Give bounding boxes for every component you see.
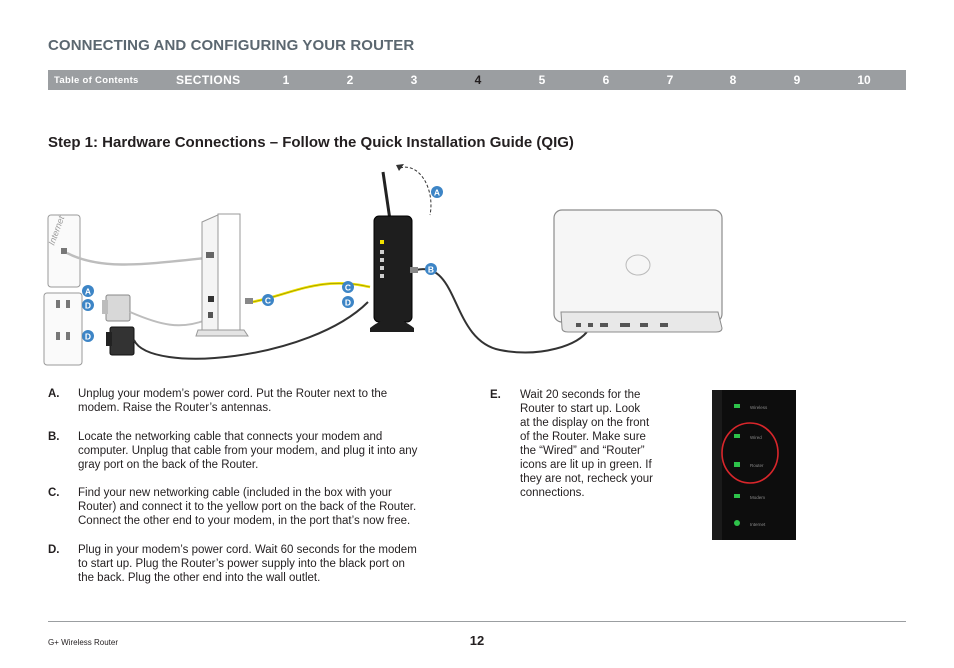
internet-led: Internet — [734, 520, 766, 527]
svg-text:C: C — [265, 296, 271, 306]
svg-text:C: C — [345, 283, 351, 293]
callout-b: B — [425, 263, 437, 275]
section-link-7[interactable]: 7 — [666, 73, 674, 87]
router-power-cable — [133, 301, 369, 360]
section-link-8[interactable]: 8 — [729, 73, 737, 87]
callout-d-modem: D — [82, 299, 94, 311]
section-link-3[interactable]: 3 — [410, 73, 418, 87]
router-front-panel-photo: Wireless Wired Router Modem Internet — [712, 390, 796, 540]
callout-c-modem: C — [262, 294, 274, 306]
svg-text:B: B — [428, 265, 434, 275]
computer-network-cable — [415, 268, 589, 354]
wireless-led: Wireless — [734, 404, 768, 410]
section-link-5[interactable]: 5 — [538, 73, 546, 87]
callout-d-outlet: D — [82, 330, 94, 342]
router-led: Router — [734, 462, 764, 468]
svg-text:D: D — [345, 298, 351, 308]
section-link-9[interactable]: 9 — [793, 73, 801, 87]
callout-a-antenna: A — [431, 186, 443, 198]
section-header-title: CONNECTING AND CONFIGURING YOUR ROUTER — [48, 37, 415, 54]
section-link-4[interactable]: 4 — [474, 73, 482, 87]
step-title: Step 1: Hardware Connections – Follow th… — [48, 134, 574, 151]
modem-power-adapter — [102, 294, 131, 322]
footer-product-name: G+ Wireless Router — [48, 638, 119, 647]
sections-label: SECTIONS — [176, 73, 241, 87]
hardware-connection-diagram: Internet — [43, 164, 723, 366]
page-number: 12 — [469, 633, 485, 648]
wired-led: Wired — [734, 434, 762, 440]
svg-text:A: A — [434, 188, 440, 198]
router-power-adapter — [106, 326, 135, 356]
wall-internet-jack: Internet — [46, 214, 81, 288]
sections-nav-bar: Table of Contents SECTIONS 1 2 3 4 5 6 7… — [48, 70, 906, 90]
svg-text:D: D — [85, 301, 91, 311]
svg-text:Modem: Modem — [750, 495, 765, 500]
svg-text:D: D — [85, 332, 91, 342]
table-of-contents-link[interactable]: Table of Contents — [54, 75, 139, 86]
callout-d-router: D — [342, 296, 354, 308]
modem — [195, 213, 249, 337]
svg-text:Wireless: Wireless — [750, 405, 768, 410]
router — [370, 171, 414, 332]
wall-power-outlet — [43, 292, 83, 366]
highlight-circle — [721, 422, 779, 484]
modem-led: Modem — [734, 494, 765, 500]
svg-text:Internet: Internet — [750, 522, 766, 527]
footer-divider — [48, 621, 906, 622]
svg-text:Wired: Wired — [750, 435, 762, 440]
callout-c-router: C — [342, 281, 354, 293]
antenna-raise-arrow — [399, 166, 432, 216]
section-link-10[interactable]: 10 — [857, 73, 871, 87]
section-link-6[interactable]: 6 — [602, 73, 610, 87]
svg-text:A: A — [85, 287, 91, 297]
section-link-2[interactable]: 2 — [346, 73, 354, 87]
svg-text:Router: Router — [750, 463, 764, 468]
callout-a-modem: A — [82, 285, 94, 297]
internet-cable — [66, 251, 207, 266]
laptop-computer — [553, 209, 723, 333]
modem-power-cable — [129, 311, 207, 327]
section-link-1[interactable]: 1 — [282, 73, 290, 87]
